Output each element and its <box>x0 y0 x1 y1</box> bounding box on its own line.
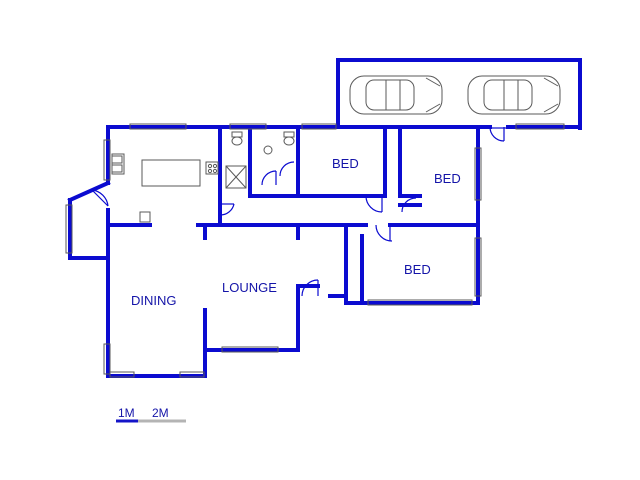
car-right-icon <box>467 75 561 115</box>
bed-3-label: BED <box>404 262 431 277</box>
bathroom-fixtures <box>225 131 295 189</box>
dining-label: DINING <box>131 293 177 308</box>
interior-walls <box>106 125 480 352</box>
bed-1-label: BED <box>332 156 359 171</box>
scale-label-2m: 2M <box>152 406 169 420</box>
scale-bar: 1M 2M <box>116 406 186 423</box>
carport <box>336 58 582 130</box>
exterior-walls <box>67 125 582 378</box>
bed-2-label: BED <box>434 171 461 186</box>
car-left-icon <box>349 75 443 115</box>
doors <box>91 126 505 297</box>
windows <box>65 123 565 378</box>
kitchen-fixtures <box>111 153 219 223</box>
lounge-label: LOUNGE <box>222 280 277 295</box>
scale-label-1m: 1M <box>118 406 135 420</box>
